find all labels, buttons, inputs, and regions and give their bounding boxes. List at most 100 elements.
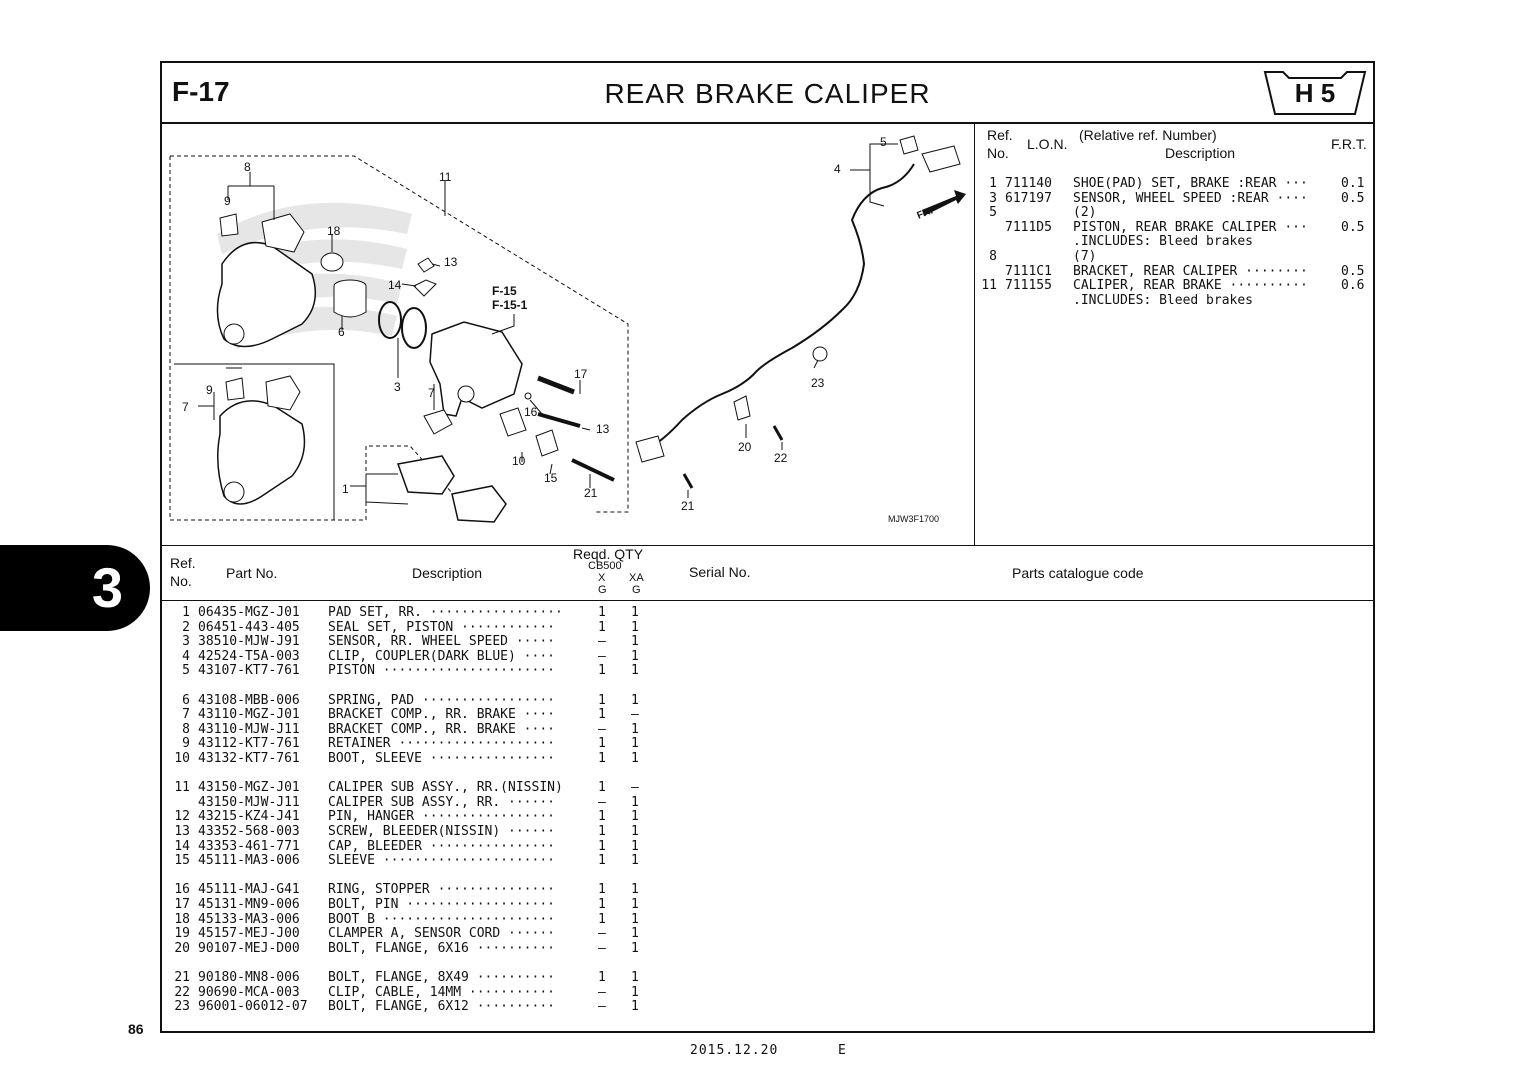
callout-label: 9 <box>224 194 231 208</box>
part-description: CALIPER SUB ASSY., RR. ······ <box>328 794 555 810</box>
part-number: 43150-MJW-J11 <box>198 794 300 810</box>
callout-label: 5 <box>880 135 887 149</box>
ref-no: 18 <box>174 911 190 927</box>
lon-code: 617197 <box>1005 190 1052 206</box>
qty-x: 1 <box>598 780 606 796</box>
no-header: No. <box>170 573 192 589</box>
part-description: SEAL SET, PISTON ············ <box>328 619 555 635</box>
qty-x: – <box>598 940 606 956</box>
part-description: SPRING, PAD ················· <box>328 692 555 708</box>
lon-description: SHOE(PAD) SET, BRAKE :REAR ··· <box>1073 176 1308 191</box>
ref-no: 13 <box>174 824 190 839</box>
pin-hanger-12 <box>537 412 581 428</box>
lon-description: (7) <box>1073 249 1097 264</box>
part-description: CLIP, COUPLER(DARK BLUE) ···· <box>328 648 555 664</box>
cable-clip-22 <box>812 346 828 362</box>
boot-18 <box>320 252 344 272</box>
part-description: BOLT, FLANGE, 6X12 ·········· <box>328 999 555 1015</box>
part-description: RING, STOPPER ··············· <box>328 882 555 898</box>
qty-xa: 1 <box>631 809 639 825</box>
lon-frt: 0.5 <box>1341 190 1365 206</box>
retainer-9a <box>219 213 239 237</box>
qty-xa: 1 <box>631 692 639 708</box>
lon-description: SENSOR, WHEEL SPEED :REAR ···· <box>1073 190 1308 206</box>
bracket-7 <box>217 400 306 505</box>
qty-xa: 1 <box>631 648 639 664</box>
qty-x: 1 <box>598 853 606 869</box>
qty-xa: 1 <box>631 970 639 985</box>
brake-pad-b <box>451 485 507 523</box>
qty-x-g-header: G <box>598 584 607 596</box>
diagram-drawing <box>169 135 966 523</box>
callout-label: 4 <box>834 162 841 176</box>
qty-x: – <box>598 794 606 810</box>
qty-x: 1 <box>598 751 606 766</box>
bracket-7-hole <box>223 481 245 503</box>
lon-description: BRACKET, REAR CALIPER ········ <box>1073 263 1308 279</box>
sensor-cord <box>647 163 915 449</box>
qty-x: 1 <box>598 838 606 854</box>
qty-xa: 1 <box>631 824 639 839</box>
ref-no: 20 <box>174 940 190 956</box>
lon-relative-header: (Relative ref. Number) <box>1079 127 1217 143</box>
part-description: PIN, HANGER ················· <box>328 809 555 825</box>
page-number: 86 <box>128 1021 144 1037</box>
ref-no: 15 <box>174 853 190 869</box>
qty-x: 1 <box>598 809 606 825</box>
qty-xa-header: XA <box>629 572 644 584</box>
qty-x: – <box>598 999 606 1015</box>
lon-no-header: No. <box>987 145 1009 161</box>
lon-description: .INCLUDES: Bleed brakes <box>1073 234 1254 250</box>
seal-ring-b <box>401 307 427 349</box>
ref-no: 16 <box>174 882 190 898</box>
qty-xa: 1 <box>631 926 639 942</box>
qty-x: – <box>598 634 606 650</box>
qty-xa: 1 <box>631 751 639 766</box>
page-header: F-17 REAR BRAKE CALIPER H 5 <box>162 63 1373 124</box>
callout-label: 21 <box>681 499 695 513</box>
retainer-9b <box>225 377 245 401</box>
part-description: CAP, BLEEDER ················ <box>328 838 555 854</box>
callout-label: 13 <box>444 255 458 269</box>
lon-frt-header: F.R.T. <box>1331 136 1367 152</box>
stopper-ring-16 <box>524 392 532 400</box>
part-number: 45157-MEJ-J00 <box>198 926 300 942</box>
bracket-8-hole <box>223 323 245 345</box>
figure-code: F-17 <box>172 76 230 107</box>
callout-label: 17 <box>574 367 588 381</box>
ref-no: 17 <box>174 897 190 912</box>
bracket-7-lug <box>265 375 301 411</box>
qty-x: 1 <box>598 663 606 679</box>
ref-no: 23 <box>174 999 190 1015</box>
lon-ref-header: Ref. <box>987 127 1013 143</box>
part-number: 96001-06012-07 <box>198 999 308 1015</box>
part-description: CLAMPER A, SENSOR CORD ······ <box>328 926 555 942</box>
part-number: 45131-MN9-006 <box>198 897 300 912</box>
chapter-tab: 3 <box>0 545 150 631</box>
lon-description: .INCLUDES: Bleed brakes <box>1073 292 1254 308</box>
part-number: 90180-MN8-006 <box>198 970 300 985</box>
part-description: BRACKET COMP., RR. BRAKE ···· <box>328 721 555 737</box>
bleeder-cap-14 <box>413 279 437 297</box>
parts-table-header: Ref. No. Part No. Description Reqd. QTY … <box>162 545 1373 601</box>
callout-label: 16 <box>524 405 538 419</box>
lon-description-header: Description <box>1165 145 1236 161</box>
lon-description: (2) <box>1073 205 1097 221</box>
part-number: 90690-MCA-003 <box>198 984 300 1000</box>
part-description: BOLT, FLANGE, 8X49 ·········· <box>328 970 555 985</box>
qty-xa: 1 <box>631 605 639 620</box>
speed-sensor-3 <box>635 435 665 463</box>
lon-row: 8(7) <box>981 249 1373 264</box>
callout-label: 22 <box>774 451 788 465</box>
